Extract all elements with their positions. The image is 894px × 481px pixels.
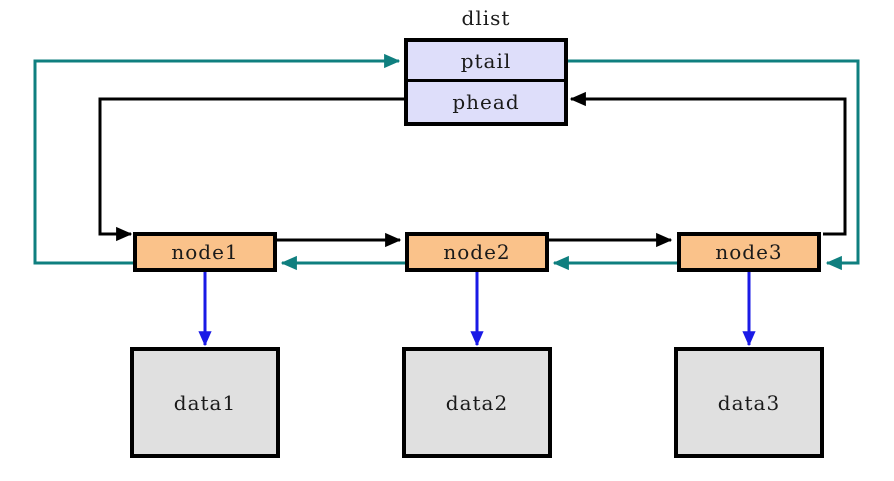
- struct-field-ptail: ptail: [408, 42, 564, 82]
- node-label-node1: node1: [171, 240, 239, 264]
- struct-field-phead: phead: [408, 82, 564, 122]
- edge-node3-to-phead: [569, 91, 847, 236]
- struct-dlist: ptail phead: [404, 38, 568, 126]
- data-label-data3: data3: [717, 390, 781, 415]
- node-label-node2: node2: [443, 240, 511, 264]
- data-label-data2: data2: [445, 390, 509, 415]
- struct-title: dlist: [461, 6, 511, 30]
- node-box-node1: node1: [133, 232, 277, 272]
- data-box-data2: data2: [402, 347, 552, 458]
- edge-ptail-to-node3: [566, 59, 860, 271]
- edge-node1-to-ptail: [33, 53, 401, 265]
- data-box-data1: data1: [130, 347, 280, 458]
- node-box-node3: node3: [677, 232, 821, 272]
- data-label-data1: data1: [173, 390, 237, 415]
- struct-field-phead-label: phead: [452, 90, 520, 114]
- struct-field-ptail-label: ptail: [460, 48, 512, 73]
- node-label-node3: node3: [715, 240, 783, 264]
- edge-phead-to-node1: [98, 97, 404, 242]
- data-box-data3: data3: [674, 347, 824, 458]
- node-box-node2: node2: [405, 232, 549, 272]
